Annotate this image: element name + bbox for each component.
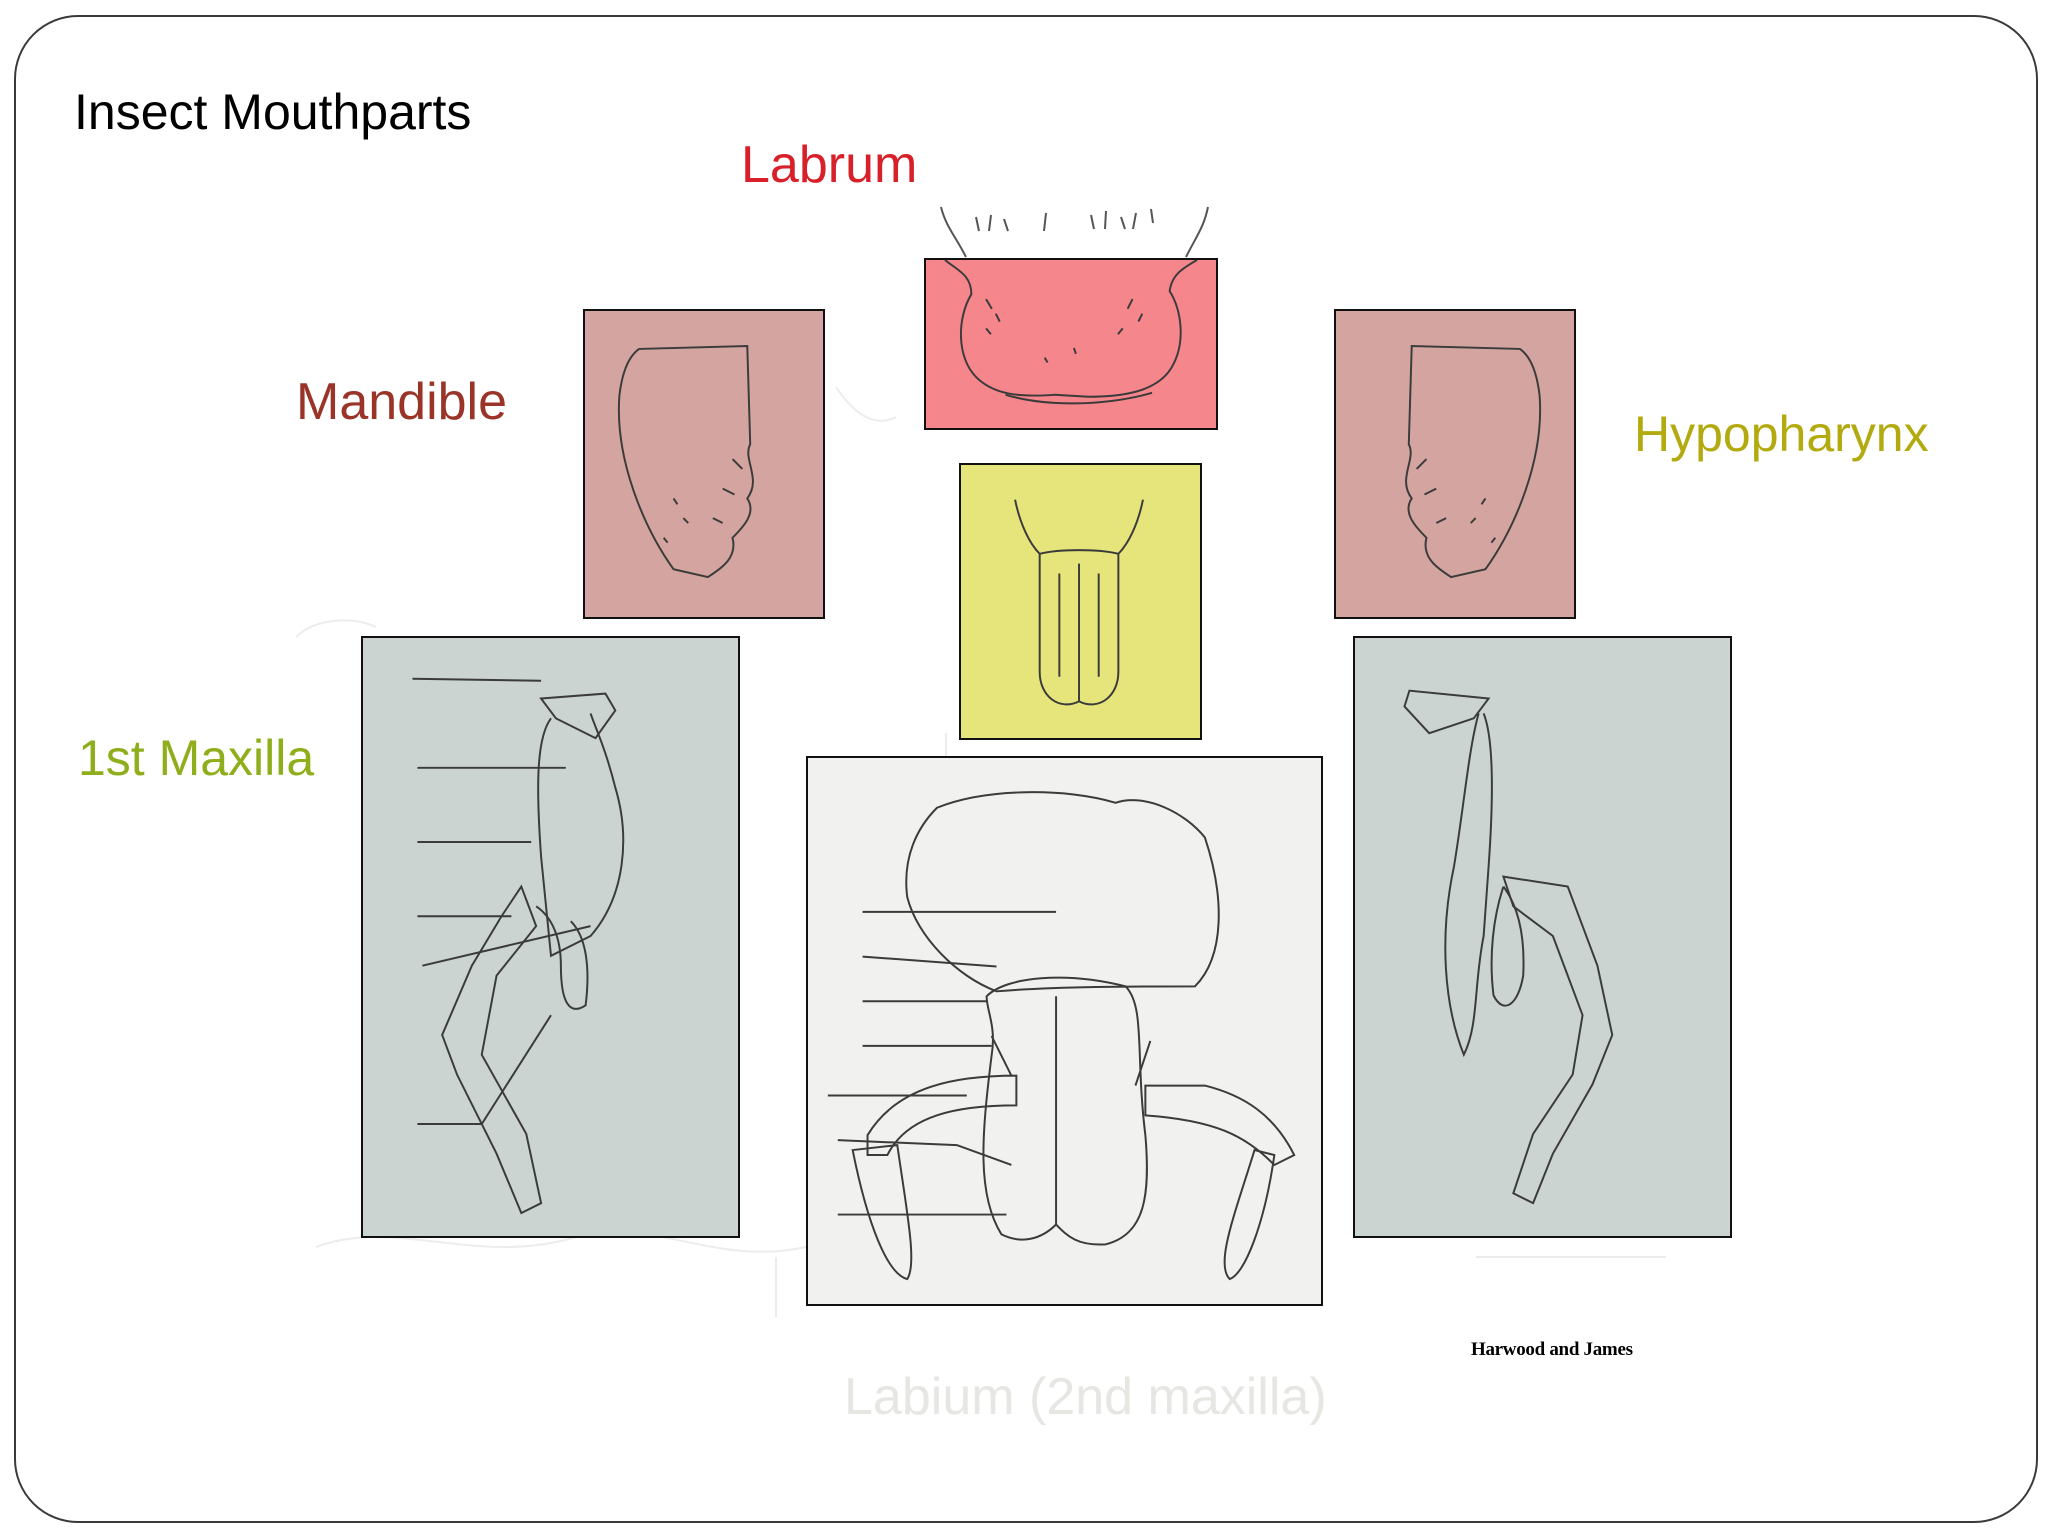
labrum-drawing-icon <box>944 260 1198 405</box>
slide-frame: Insect Mouthparts Labrum Mandible Hypoph… <box>14 15 2038 1523</box>
left-mandible-panel <box>583 309 825 619</box>
right-maxilla-drawing-icon <box>1403 689 1614 1205</box>
left-maxilla-panel <box>361 636 740 1238</box>
labrum-label: Labrum <box>741 136 918 194</box>
hypopharynx-panel <box>959 463 1202 740</box>
credit-text: Harwood and James <box>1471 1339 1633 1360</box>
slide-title: Insect Mouthparts <box>74 84 472 140</box>
hypopharynx-label: Hypopharynx <box>1634 406 1929 462</box>
left-mandible-drawing-icon <box>617 344 754 579</box>
labium-label: Labium (2nd maxilla) <box>844 1368 1327 1426</box>
mandible-label: Mandible <box>296 373 508 431</box>
hypopharynx-drawing-icon <box>1014 499 1144 706</box>
labrum-bristles <box>940 206 1209 258</box>
first-maxilla-label: 1st Maxilla <box>78 730 315 786</box>
left-maxilla-drawing-icon <box>412 677 625 1215</box>
right-maxilla-panel <box>1353 636 1732 1238</box>
right-mandible-panel <box>1334 309 1576 619</box>
right-mandible-drawing-icon <box>1405 344 1542 579</box>
labium-panel <box>806 756 1323 1306</box>
labium-drawing-icon <box>827 791 1296 1281</box>
labrum-panel <box>924 258 1218 430</box>
